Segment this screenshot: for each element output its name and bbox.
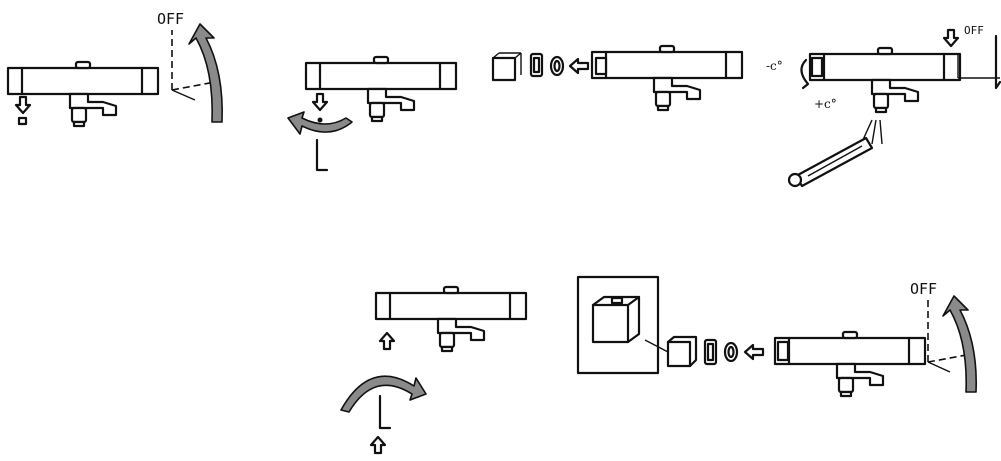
step-3-remove-cartridge <box>491 44 744 112</box>
temp-minus-label: -c° <box>766 59 783 73</box>
water-spray-line <box>879 119 883 145</box>
o-ring-icon <box>723 341 739 363</box>
handle-cap-edge <box>492 52 500 59</box>
off-label-step1: OFF <box>157 10 184 28</box>
handle-cap-icon <box>491 56 517 82</box>
mixer-body-step3 <box>590 44 744 112</box>
screw-icon <box>317 117 323 123</box>
up-arrow-icon <box>378 331 396 351</box>
cartridge-end-icon <box>810 56 824 78</box>
down-arrow-icon <box>311 92 329 112</box>
left-arrow-icon <box>743 343 765 361</box>
mixer-body-step6 <box>773 330 927 398</box>
adapter-ring-inner <box>532 56 541 74</box>
handle-cap-detail-side <box>626 295 641 344</box>
valve-base-line <box>927 361 951 373</box>
step-5-refit-handle <box>340 285 528 455</box>
cartridge-end-icon <box>776 340 790 362</box>
handle-cap-detail-slot <box>610 296 624 305</box>
down-arrow-icon <box>14 95 32 115</box>
temp-plus-label: +c° <box>814 97 837 111</box>
thermometer-scale <box>807 145 863 177</box>
mixer-body-step1 <box>6 60 160 128</box>
adapter-ring-inner <box>706 342 715 362</box>
allen-key-icon <box>378 394 392 430</box>
step-2-remove-handle <box>287 55 458 172</box>
screw-cap-icon <box>17 116 28 126</box>
off-label-step6: OFF <box>910 280 937 298</box>
detail-inset-frame <box>576 275 660 375</box>
step-4-calibrate-temperature: -c° +c° OFF <box>766 24 1001 188</box>
up-arrow-icon <box>369 435 387 455</box>
turn-off-arrow-icon <box>188 23 223 123</box>
handle-cap-detail-icon <box>591 303 630 344</box>
turn-arrow-icon <box>994 34 1001 90</box>
detail-pointer-line <box>644 339 669 353</box>
handle-cap-edge <box>666 335 698 368</box>
handle-cap-icon <box>666 340 692 368</box>
o-ring-inner <box>553 59 561 73</box>
handle-cap-edge <box>514 52 522 59</box>
step-6-reassemble: OFF <box>576 275 977 398</box>
water-spray-line <box>871 119 877 145</box>
o-ring-inner <box>727 345 735 359</box>
mixer-body-step5 <box>374 285 528 353</box>
left-arrow-icon <box>568 57 590 75</box>
down-arrow-icon <box>942 28 960 48</box>
valve-base-line <box>171 89 196 101</box>
thermometer-bulb-icon <box>787 172 803 188</box>
turn-off-arrow-icon <box>942 295 977 393</box>
tighten-arrow-icon <box>340 375 427 413</box>
cartridge-end-icon <box>594 56 608 76</box>
rotate-arrow-icon <box>800 58 810 90</box>
off-label-step4: OFF <box>964 24 984 37</box>
mixer-body-step2 <box>304 55 458 123</box>
step-1-close-supply: OFF <box>6 10 223 128</box>
o-ring-icon <box>549 55 565 77</box>
unscrew-arrow-icon <box>287 111 353 135</box>
valve-closed-line <box>171 81 216 91</box>
allen-key-icon <box>315 138 329 172</box>
